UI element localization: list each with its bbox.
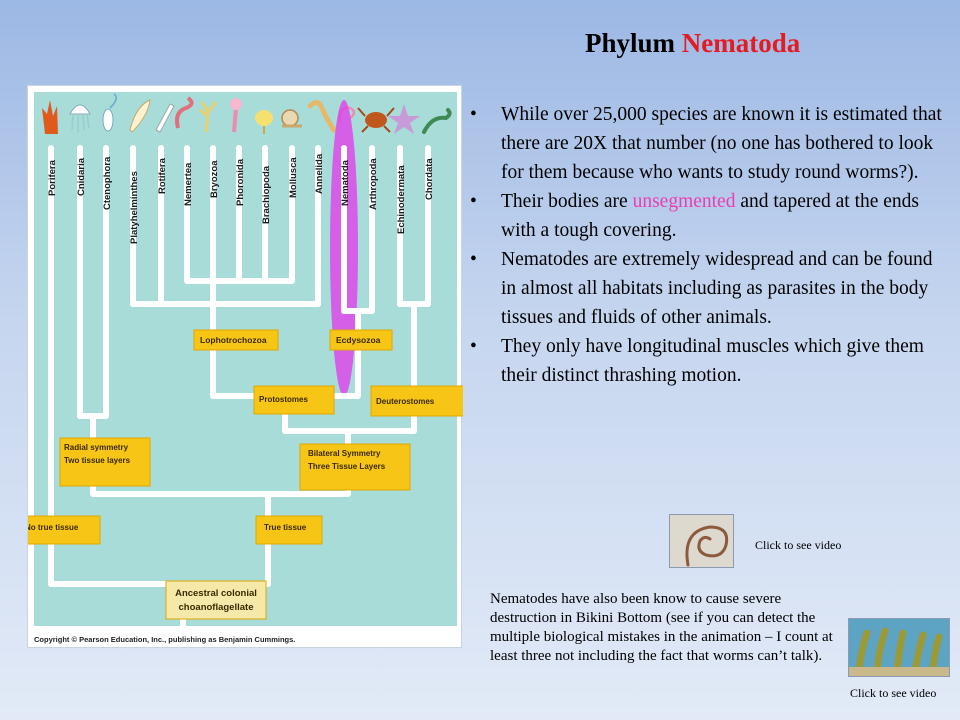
bikini-bottom-note: Nematodes have also been know to cause s… (490, 591, 833, 664)
phylum-label: Arthropoda (368, 158, 379, 210)
organism-icons (42, 93, 452, 134)
earthworm-icon (307, 100, 337, 133)
phylum-label: Bryozoa (209, 160, 220, 198)
bullet-muscles: They only have longitudinal muscles whic… (470, 332, 950, 390)
deuterostomes-box (370, 385, 463, 417)
lizard-icon (422, 108, 452, 134)
protostomes-box (253, 385, 335, 415)
true-tissue-box (255, 515, 323, 545)
slide-title: Phylum Nematoda (585, 28, 800, 59)
ribbon-worm-icon (175, 96, 194, 129)
video2-caption[interactable]: Click to see video (850, 686, 937, 700)
flatworm-icon (129, 99, 151, 133)
lophotrochozoa-label: Lophotrochozoa (200, 335, 267, 345)
unsegmented-keyword: unsegmented (632, 191, 736, 212)
ancestor-line1: Ancestral colonial (175, 588, 257, 599)
title-highlight: Nematoda (681, 28, 801, 58)
radial-symmetry-line1: Radial symmetry (64, 443, 129, 452)
bilateral-symmetry-line2: Three Tissue Layers (308, 462, 386, 471)
bullet-species-count: While over 25,000 species are known it i… (470, 100, 950, 187)
ancestor-line2: choanoflagellate (179, 602, 254, 613)
rotifer-icon (155, 103, 175, 133)
title-prefix: Phylum (585, 28, 676, 58)
radial-symmetry-line2: Two tissue layers (64, 456, 131, 465)
video1-caption[interactable]: Click to see video (755, 538, 842, 552)
ecdysozoa-label: Ecdysozoa (336, 335, 381, 345)
deuterostomes-label: Deuterostomes (376, 397, 435, 406)
phylum-label: Phoronida (235, 158, 246, 206)
worm-icon (685, 525, 729, 567)
phylum-label: Brachiopoda (261, 165, 272, 224)
bryozoan-icon (199, 101, 218, 133)
phylum-label: Ctenophora (102, 156, 113, 210)
bullet-body: Their bodies are unsegmented and tapered… (470, 187, 950, 245)
bullet-list: While over 25,000 species are known it i… (470, 100, 950, 390)
protostomes-label: Protostomes (259, 395, 308, 404)
phylum-labels: Porifera Cnidaria Ctenophora Platyhelmin… (47, 153, 435, 244)
bikini-bottom-video-thumbnail[interactable] (848, 618, 950, 677)
worm-video-thumbnail[interactable] (669, 514, 734, 568)
no-true-tissue-box (28, 515, 101, 545)
bikini-bottom-icon (849, 619, 949, 676)
phoronid-icon (230, 98, 242, 133)
phylum-label: Cnidaria (76, 157, 87, 196)
brachiopod-icon (255, 110, 273, 134)
phylum-label: Annelida (314, 153, 325, 194)
true-tissue-label: True tissue (264, 523, 307, 532)
phylum-label: Echinodermata (396, 165, 407, 234)
bilateral-symmetry-box (299, 443, 411, 491)
bullet-body-post: and tapered at the ends with a tough cov… (501, 191, 920, 241)
no-true-tissue-label: No true tissue (28, 523, 79, 532)
phylum-label: Rotifera (157, 157, 168, 194)
radial-symmetry-box (59, 437, 151, 487)
bullet-body-pre: Their bodies are (501, 191, 633, 212)
ecdysozoa-box (329, 329, 393, 351)
sea-star-icon (388, 104, 420, 134)
bullet-habitats: Nematodes are extremely widespread and c… (470, 245, 950, 332)
copyright-text: Copyright © Pearson Education, Inc., pub… (34, 635, 295, 644)
sponge-icon (42, 100, 58, 134)
phylum-label: Nemertea (183, 162, 194, 206)
jellyfish-icon (69, 104, 91, 132)
comb-jelly-icon (102, 93, 117, 132)
phylum-label: Mollusca (288, 157, 299, 198)
bilateral-symmetry-line1: Bilateral Symmetry (308, 449, 381, 458)
ancestor-box (165, 580, 267, 620)
phylum-label: Nematoda (340, 159, 351, 206)
crab-icon (357, 107, 395, 133)
phylogenetic-tree: Porifera Cnidaria Ctenophora Platyhelmin… (27, 85, 463, 648)
phylum-label: Porifera (47, 159, 58, 196)
lophotrochozoa-box (193, 329, 279, 351)
snail-icon (281, 109, 302, 128)
phylum-label: Chordata (424, 158, 435, 200)
phylum-label: Platyhelminthes (129, 171, 140, 244)
